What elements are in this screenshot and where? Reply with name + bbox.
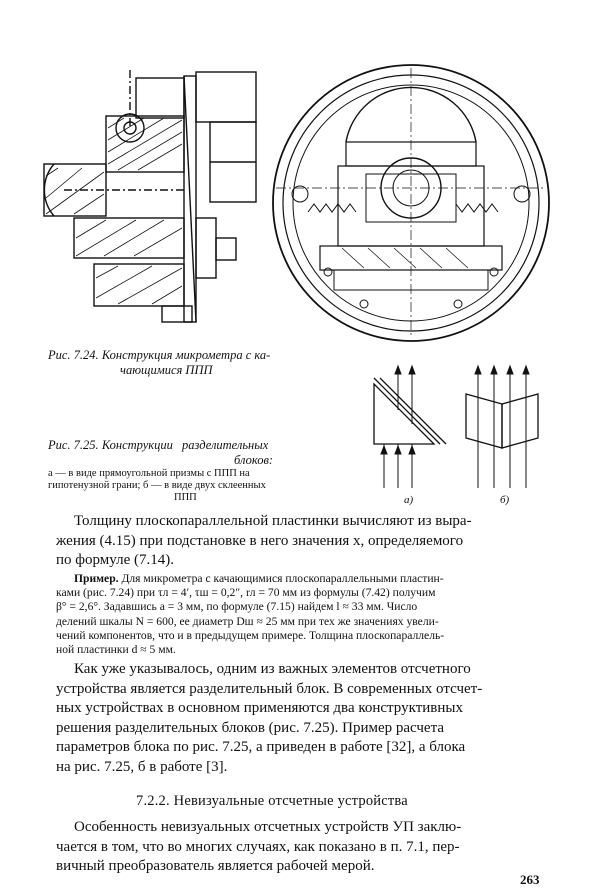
text-line: устройства является разделительный блок.… — [56, 680, 483, 697]
text-line: решения разделительных блоков (рис. 7.25… — [56, 719, 444, 736]
caption-label: Рис. 7.24. — [48, 348, 99, 362]
figure-7-25-sublabel-b: б) — [500, 494, 510, 506]
page-number: 263 — [520, 872, 540, 887]
figure-7-25-description: а — в виде прямоугольной призмы с ППП на… — [48, 468, 338, 504]
text-line: Толщину плоскопараллельной пластинки выч… — [74, 513, 472, 529]
description-line: ППП — [174, 492, 197, 503]
body-paragraph-1: Толщину плоскопараллельной пластинки выч… — [56, 512, 552, 571]
figure-7-25-plates-drawing — [465, 364, 539, 488]
text-line: Для микрометра с качающимися плоскопарал… — [118, 572, 444, 585]
caption-label: Рис. 7.25. — [48, 438, 99, 452]
body-paragraph-2: Как уже указывалось, одним из важных эле… — [56, 660, 552, 777]
text-line: по формуле (7.14). — [56, 552, 174, 568]
text-line: Особенность невизуальных отсчетных устро… — [74, 819, 462, 835]
description-line: гипотенузной грани; б — в виде двух скле… — [48, 480, 266, 491]
example-label: Пример. — [74, 572, 119, 585]
figure-7-25-sublabel-a: а) — [404, 494, 414, 506]
text-line: β° = 2,6°. Задавшись a = 3 мм, по формул… — [56, 600, 418, 614]
text-line: ками (рис. 7.24) при τл = 4′, τш = 0,2″,… — [56, 586, 436, 600]
example-block: Пример. Для микрометра с качающимися пло… — [56, 572, 552, 657]
caption-text: Конструкция микрометра с ка- — [101, 348, 271, 362]
figure-7-25-caption: Рис. 7.25. Конструкции разделительных бл… — [48, 438, 338, 468]
figure-7-24-front-view-drawing — [272, 64, 550, 342]
description-line: а — в виде прямоугольной призмы с ППП на — [48, 468, 250, 479]
text-line: чается в том, что во многих случаях, как… — [56, 838, 460, 855]
section-heading: 7.2.2. Невизуальные отсчетные устройства — [136, 793, 408, 809]
text-line: на рис. 7.25, б в работе [3]. — [56, 758, 228, 775]
text-line: вичный преобразователь является рабочей … — [56, 858, 375, 874]
text-line: чений компонентов, что и в предыдущем пр… — [56, 628, 445, 642]
figure-7-24-section-drawing — [43, 70, 257, 323]
text-line: Как уже указывалось, одним из важных эле… — [74, 661, 471, 677]
text-line: жения (4.15) при подстановке в него знач… — [56, 532, 464, 549]
text-line: параметров блока по рис. 7.25, а приведе… — [56, 739, 466, 755]
caption-text-cont: чающимися ППП — [120, 363, 213, 377]
caption-text-cont: блоков: — [234, 453, 274, 467]
figure-7-24-caption: Рис. 7.24. Конструкция микрометра с ка- … — [48, 348, 338, 378]
text-line: делений шкалы N = 600, ее диаметр Dш ≈ 2… — [56, 614, 439, 628]
caption-text: Конструкции разделительных — [101, 438, 269, 452]
figure-7-25-prism-drawing — [373, 364, 447, 488]
body-paragraph-3: Особенность невизуальных отсчетных устро… — [56, 818, 552, 877]
text-line: ной пластинки d ≈ 5 мм. — [56, 643, 176, 657]
text-line: ных устройствах в основном применяются д… — [56, 700, 463, 716]
